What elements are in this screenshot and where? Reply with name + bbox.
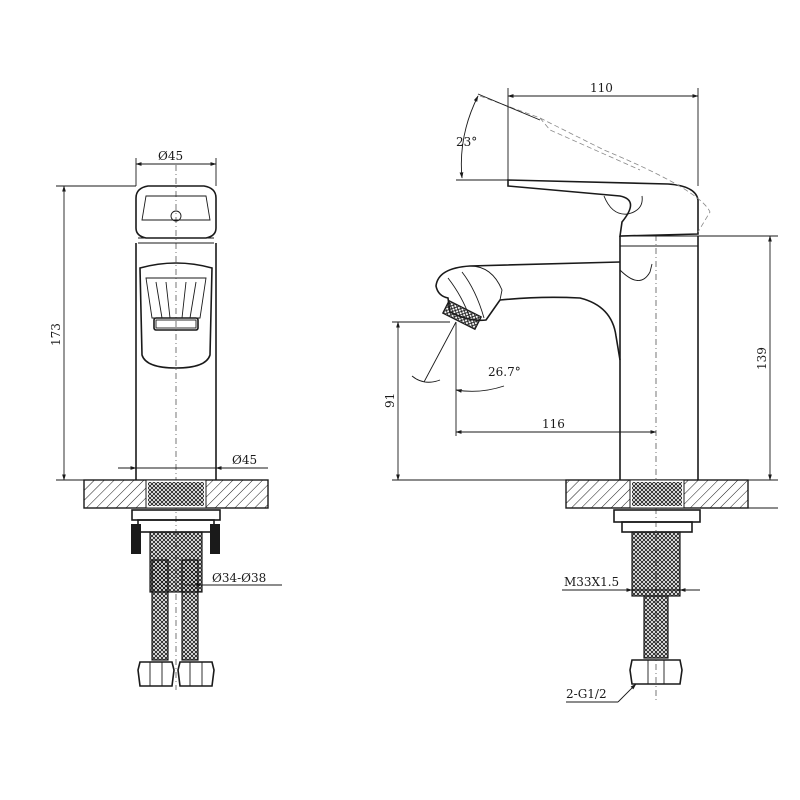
- front-height-label: 173: [49, 323, 63, 346]
- side-spout-reach-label: 116: [542, 417, 565, 431]
- side-thread-label: M33X1.5: [564, 575, 619, 589]
- front-view: Ø45 173 Ø45 Ø34-Ø38: [49, 149, 282, 690]
- side-hose-label: 2-G1/2: [566, 687, 607, 701]
- front-top-diameter-label: Ø45: [158, 149, 183, 163]
- side-spout-height-label: 91: [383, 393, 397, 408]
- side-lever-angle-label: 23°: [456, 135, 477, 149]
- side-body-height-label: 139: [755, 347, 769, 370]
- front-shank-range-label: Ø34-Ø38: [212, 571, 266, 585]
- side-view: 110 23° 26.7° 91 116 139 M33X1.5: [383, 81, 778, 703]
- side-spout-angle-label: 26.7°: [488, 365, 521, 379]
- side-width-label: 110: [590, 81, 613, 95]
- front-body-diameter-label: Ø45: [232, 453, 257, 467]
